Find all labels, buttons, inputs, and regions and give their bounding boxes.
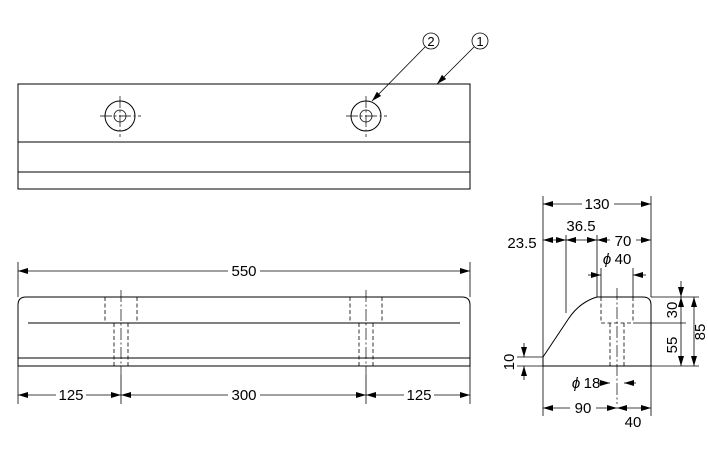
- dimension-counterbore-diameter: ϕ 40: [588, 251, 646, 297]
- dimension-70-label: 70: [615, 233, 632, 250]
- dimension-40-bottom-label: 40: [625, 414, 642, 431]
- callout-2: 2: [371, 32, 440, 102]
- front-view: 550 125 300 125: [17, 262, 471, 404]
- side-view-hole: [600, 288, 634, 404]
- callout-1-label: 1: [476, 34, 483, 49]
- top-view: 2 1: [17, 32, 489, 190]
- dimension-diameter-symbol-18: ϕ: [572, 375, 580, 392]
- dimension-40-dia-label: 40: [615, 251, 632, 268]
- front-view-hole-left: [104, 290, 138, 375]
- dimension-85-label: 85: [692, 324, 708, 341]
- dimension-55-label: 55: [664, 337, 681, 354]
- side-view: 130 23.5 36.5 70 ϕ 40 ϕ 18: [501, 195, 708, 431]
- top-view-hole-left: [100, 96, 141, 137]
- dimension-overall-width: 130: [543, 195, 651, 213]
- dimension-diameter-symbol-40: ϕ: [603, 251, 611, 268]
- front-view-outline: [17, 296, 471, 367]
- dimension-125-left-label: 125: [58, 387, 83, 404]
- dimension-10-label: 10: [501, 354, 518, 371]
- dimension-30-label: 30: [664, 302, 681, 319]
- front-view-hole-right: [349, 290, 383, 375]
- top-view-outline: [17, 83, 471, 190]
- dimension-right-heights: 30 55 85: [633, 281, 708, 367]
- dimension-base-height: 10: [501, 343, 543, 380]
- dimension-18-dia-label: 18: [584, 375, 601, 392]
- dimension-130-label: 130: [584, 196, 609, 213]
- dimension-36-5-label: 36.5: [566, 218, 595, 235]
- dimension-550-label: 550: [231, 263, 256, 280]
- dimension-300-label: 300: [231, 387, 256, 404]
- callout-2-label: 2: [427, 34, 434, 49]
- dimension-top-segments: 23.5 36.5 70: [507, 217, 651, 252]
- top-view-hole-right: [346, 96, 387, 137]
- dimension-overall-length: 550: [17, 262, 471, 297]
- dimension-23-5-label: 23.5: [507, 235, 536, 252]
- dimension-bottom-segments: 90 40: [542, 366, 652, 431]
- dimension-90-label: 90: [575, 400, 592, 417]
- dimension-hole-positions: 125 300 125: [17, 366, 471, 404]
- dimension-hole-diameter: ϕ 18: [572, 375, 636, 392]
- callout-1: 1: [436, 32, 489, 85]
- dimension-125-right-label: 125: [406, 387, 431, 404]
- side-view-outline: [542, 296, 652, 367]
